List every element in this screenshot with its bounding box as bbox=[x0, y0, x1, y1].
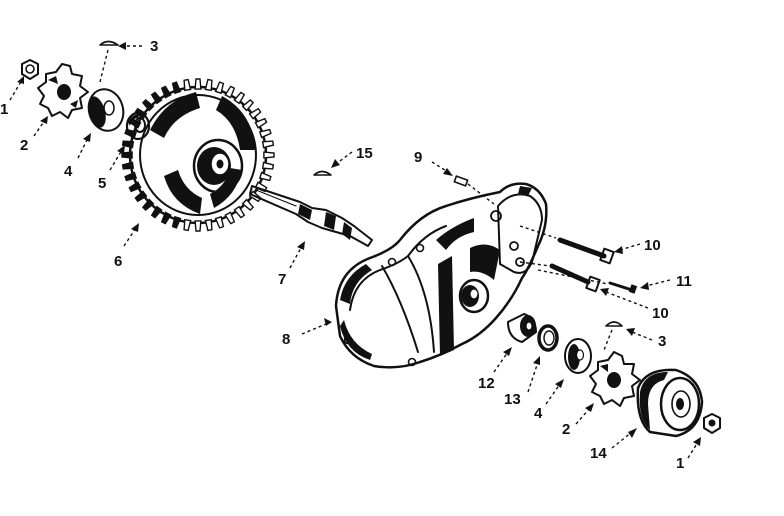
screw-small bbox=[608, 281, 638, 294]
spur-gear bbox=[121, 78, 275, 232]
callout-1-right: 1 bbox=[676, 455, 684, 472]
callout-13: 13 bbox=[504, 391, 521, 408]
callout-10-upper: 10 bbox=[644, 237, 661, 254]
leader-lines bbox=[9, 42, 701, 459]
callout-8: 8 bbox=[282, 331, 290, 348]
callout-3-right: 3 bbox=[658, 333, 666, 350]
hex-nut-right bbox=[703, 413, 721, 434]
gear-tooth bbox=[171, 81, 182, 95]
gear-tooth bbox=[160, 211, 172, 225]
callout-4-right: 4 bbox=[534, 405, 543, 422]
gear-tooth bbox=[150, 205, 163, 219]
gear-tooth bbox=[121, 140, 135, 149]
gear-tooth bbox=[194, 220, 202, 232]
gear-tooth bbox=[141, 98, 155, 112]
roller-pulley bbox=[636, 368, 704, 438]
gear-tooth bbox=[204, 78, 213, 92]
callout-9: 9 bbox=[414, 149, 422, 166]
gear-tooth bbox=[233, 91, 246, 105]
washer-right bbox=[564, 338, 592, 374]
snap-ring bbox=[537, 324, 559, 352]
gear-tooth bbox=[160, 85, 172, 99]
gear-tooth bbox=[150, 91, 163, 105]
gear-tooth bbox=[214, 81, 225, 95]
gear-tooth bbox=[171, 215, 182, 229]
sprocket-right bbox=[589, 351, 641, 407]
woodruff-key-shaft bbox=[313, 170, 332, 176]
gear-tooth bbox=[248, 107, 262, 120]
gear-tooth bbox=[141, 198, 155, 212]
gear-tooth bbox=[263, 151, 275, 159]
gear-tooth bbox=[121, 161, 135, 170]
gear-tooth bbox=[204, 218, 213, 232]
callout-2-left: 2 bbox=[20, 137, 28, 154]
callout-15: 15 bbox=[356, 145, 373, 162]
gear-tooth bbox=[134, 190, 148, 203]
woodruff-key-top bbox=[99, 40, 119, 46]
gear-tooth bbox=[233, 205, 246, 219]
gear-tooth bbox=[224, 85, 236, 99]
sprocket-left bbox=[37, 63, 89, 119]
gear-tooth bbox=[124, 171, 138, 182]
gear-tooth bbox=[134, 107, 148, 120]
gear-tooth bbox=[258, 128, 272, 139]
callout-2-right: 2 bbox=[562, 421, 570, 438]
output-shaft bbox=[249, 185, 373, 247]
gear-tooth bbox=[241, 98, 255, 112]
callout-11: 11 bbox=[676, 273, 692, 290]
callout-1-left: 1 bbox=[0, 101, 8, 118]
callout-7: 7 bbox=[278, 271, 286, 288]
gear-tooth bbox=[254, 117, 268, 129]
callout-6: 6 bbox=[114, 253, 122, 270]
gear-tooth bbox=[128, 117, 142, 129]
set-screw bbox=[453, 175, 469, 187]
bushing bbox=[507, 313, 537, 343]
gear-tooth bbox=[194, 78, 202, 90]
gear-tooth bbox=[214, 215, 225, 229]
gear-tooth bbox=[124, 128, 138, 139]
washer-left bbox=[87, 88, 125, 132]
gear-tooth bbox=[241, 198, 255, 212]
gear-tooth bbox=[261, 140, 275, 149]
bolt-upper bbox=[557, 237, 615, 265]
callout-14: 14 bbox=[590, 445, 607, 462]
gear-housing bbox=[334, 182, 548, 369]
woodruff-key-right bbox=[605, 321, 623, 327]
gear-tooth bbox=[258, 171, 272, 182]
callout-5: 5 bbox=[98, 175, 106, 192]
gear-tooth bbox=[224, 211, 236, 225]
callout-10-lower: 10 bbox=[652, 305, 669, 322]
bolt-lower bbox=[549, 263, 601, 293]
alignment-lines bbox=[519, 225, 609, 285]
callout-numbers: 1 2 3 4 5 6 15 7 9 10 11 10 8 3 12 13 4 … bbox=[0, 38, 692, 472]
callout-12: 12 bbox=[478, 375, 495, 392]
callout-4-left: 4 bbox=[64, 163, 73, 180]
gear-tooth bbox=[128, 181, 142, 193]
hex-nut-left bbox=[21, 59, 39, 80]
callout-3-top: 3 bbox=[150, 38, 158, 55]
gear-tooth bbox=[261, 161, 275, 170]
gear-tooth bbox=[183, 218, 192, 232]
gear-tooth bbox=[183, 78, 192, 92]
